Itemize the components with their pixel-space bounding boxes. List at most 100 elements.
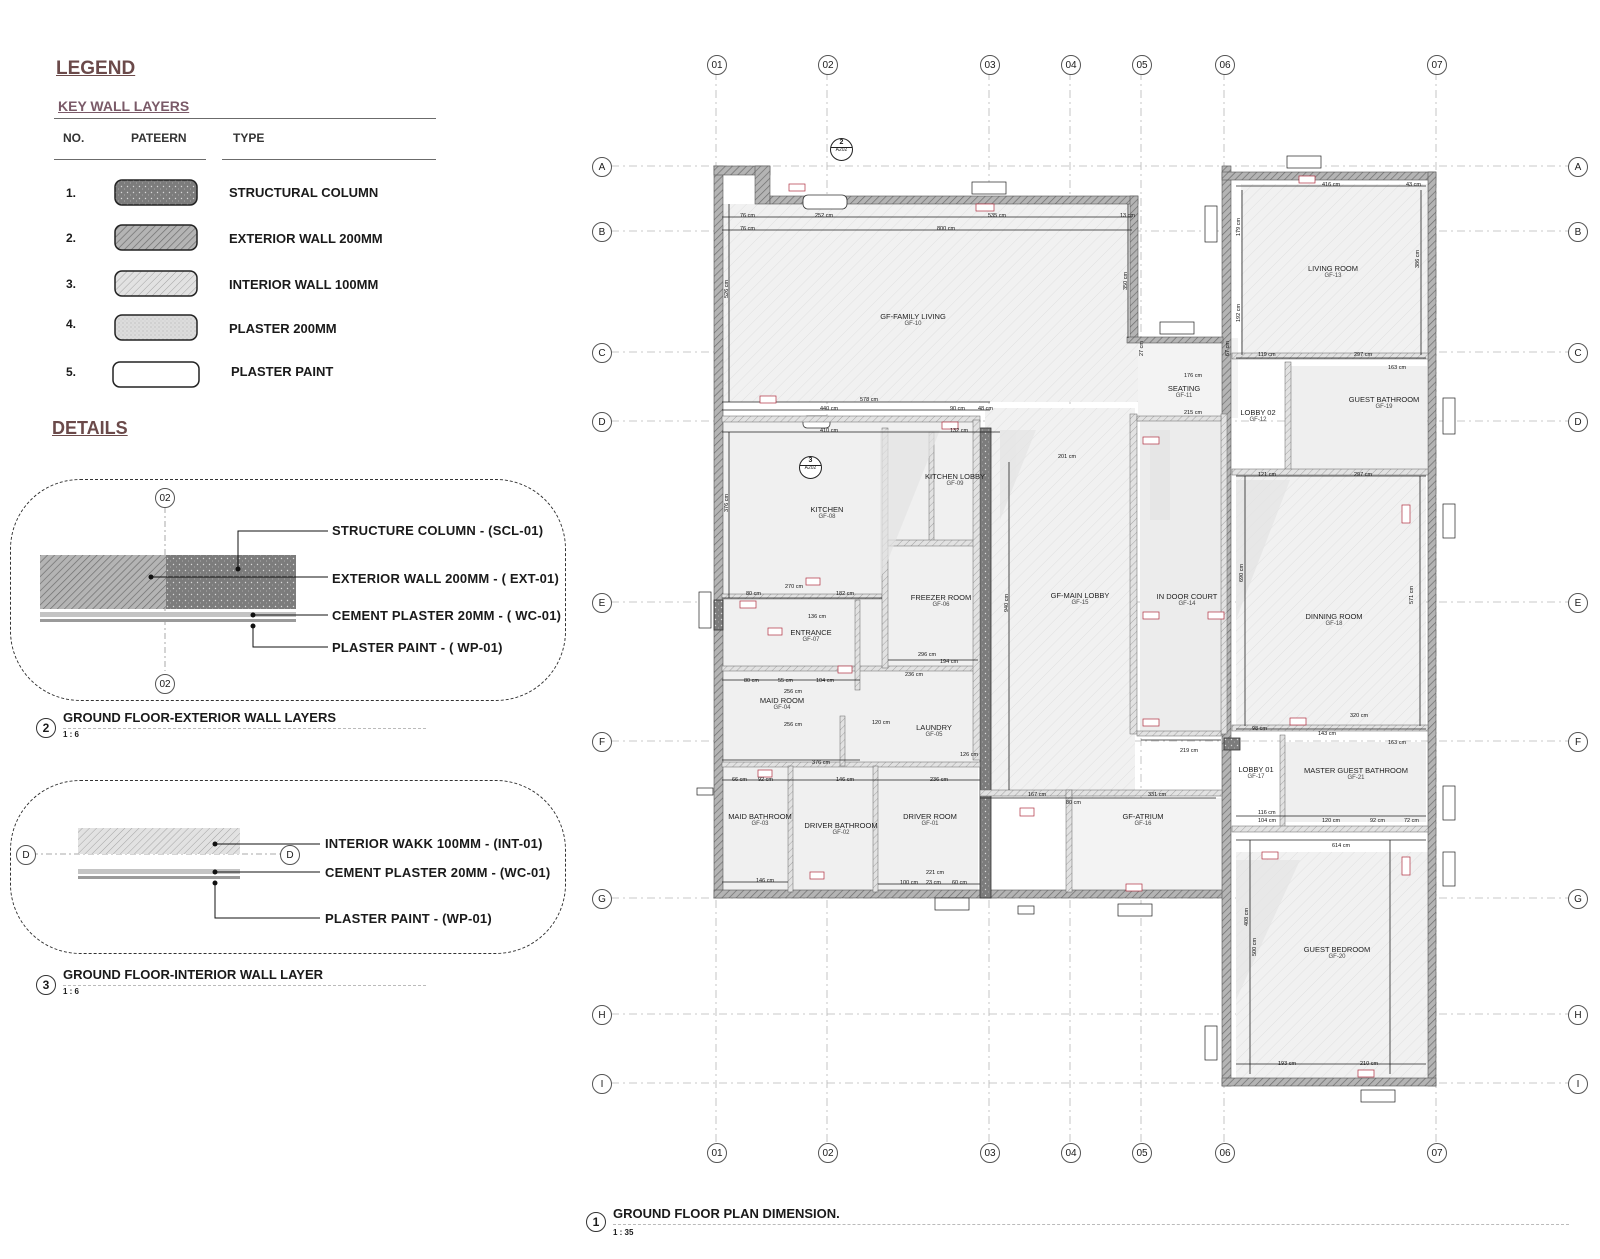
detail3-grid-left-bubble: D bbox=[16, 845, 36, 865]
key-wall-layers-title: KEY WALL LAYERS bbox=[58, 98, 190, 114]
room-code: GF-12 bbox=[1249, 417, 1267, 424]
room-name: GF-ATRIUM bbox=[1122, 812, 1164, 821]
grid-bubble-left-C: C bbox=[592, 343, 612, 363]
room-code: GF-10 bbox=[904, 321, 922, 328]
room-code: GF-07 bbox=[802, 637, 820, 644]
room-name: DRIVER ROOM bbox=[903, 812, 957, 821]
callout-cement-plaster: CEMENT PLASTER 20MM - ( WC-01) bbox=[332, 608, 562, 623]
legend-row-1-type: STRUCTURAL COLUMN bbox=[229, 185, 379, 200]
grid-bubble-top-05: 05 bbox=[1132, 55, 1152, 75]
room-name: MAID ROOM bbox=[759, 696, 805, 705]
room-code: GF-16 bbox=[1134, 821, 1152, 828]
plan-caption-scale: 1 : 35 bbox=[613, 1228, 634, 1237]
plan-caption-title: GROUND FLOOR PLAN DIMENSION. bbox=[613, 1206, 840, 1221]
room-name: KITCHEN bbox=[810, 505, 844, 514]
section-tag-2: 2 A202 bbox=[830, 138, 853, 161]
room-code: GF-18 bbox=[1325, 621, 1343, 628]
grid-bubble-right-H: H bbox=[1568, 1005, 1588, 1025]
room-name: MASTER GUEST BATHROOM bbox=[1304, 766, 1408, 775]
material-tags bbox=[739, 175, 1411, 1078]
detail2-caption-scale: 1 : 6 bbox=[63, 730, 80, 739]
grid-bubble-left-B: B bbox=[592, 222, 612, 242]
callout-plaster-paint: PLASTER PAINT - ( WP-01) bbox=[332, 640, 503, 655]
callout-plaster-paint-interior: PLASTER PAINT - (WP-01) bbox=[325, 911, 492, 926]
details-title: DETAILS bbox=[52, 418, 128, 438]
floor-fills bbox=[722, 184, 1431, 1080]
legend-rule-left bbox=[54, 159, 206, 160]
legend-title: LEGEND bbox=[56, 58, 136, 79]
grid-bubble-left-E: E bbox=[592, 593, 612, 613]
grid-bubble-left-D: D bbox=[592, 412, 612, 432]
room-code: GF-11 bbox=[1175, 393, 1193, 400]
grid-bubble-bottom-06: 06 bbox=[1215, 1143, 1235, 1163]
room-code: GF-08 bbox=[818, 514, 836, 521]
detail3-caption-scale: 1 : 6 bbox=[63, 987, 80, 996]
room-name: LOBBY 01 bbox=[1238, 765, 1274, 774]
grid-bubble-right-C: C bbox=[1568, 343, 1588, 363]
grid-bubble-right-F: F bbox=[1568, 732, 1588, 752]
detail3-grid-right-bubble: D bbox=[280, 845, 300, 865]
grid-bubble-left-A: A bbox=[592, 157, 612, 177]
exterior-wall-detail-drawing bbox=[40, 507, 328, 671]
room-name: LOBBY 02 bbox=[1240, 408, 1276, 417]
room-name: SEATING bbox=[1167, 384, 1201, 393]
room-name: GUEST BEDROOM bbox=[1303, 945, 1371, 954]
legend-row-1-no: 1. bbox=[66, 186, 77, 200]
grid-bubble-left-G: G bbox=[592, 889, 612, 909]
exterior-wall-detail-box bbox=[10, 479, 566, 701]
room-code: GF-03 bbox=[751, 821, 769, 828]
legend-row-5-no: 5. bbox=[66, 365, 77, 379]
room-name: GUEST BATHROOM bbox=[1348, 395, 1420, 404]
section-tag-3-number: 3 bbox=[800, 457, 821, 466]
grid-bubble-right-E: E bbox=[1568, 593, 1588, 613]
section-tag-3: 3 A202 bbox=[799, 456, 822, 479]
grid-bubble-left-F: F bbox=[592, 732, 612, 752]
grid-bubble-top-01: 01 bbox=[707, 55, 727, 75]
room-code: GF-02 bbox=[832, 830, 850, 837]
room-code: GF-20 bbox=[1328, 954, 1346, 961]
legend-row-5-type: PLASTER PAINT bbox=[231, 364, 334, 379]
interior-wall-detail-drawing bbox=[32, 828, 320, 919]
plaster-swatch bbox=[114, 314, 198, 341]
section-tag-3-sheet: A202 bbox=[804, 464, 817, 471]
room-code: GF-01 bbox=[921, 821, 939, 828]
grid-bubble-top-04: 04 bbox=[1061, 55, 1081, 75]
grid-bubble-bottom-05: 05 bbox=[1132, 1143, 1152, 1163]
callout-cement-plaster-interior: CEMENT PLASTER 20MM - (WC-01) bbox=[325, 865, 551, 880]
grid-bubble-top-06: 06 bbox=[1215, 55, 1235, 75]
callout-interior-wall: INTERIOR WAKK 100MM - (INT-01) bbox=[325, 836, 543, 851]
legend-row-2-no: 2. bbox=[66, 231, 77, 245]
detail2-caption-number: 2 bbox=[36, 718, 56, 738]
room-code: GF-14 bbox=[1178, 601, 1196, 608]
plaster-paint-swatch bbox=[112, 361, 200, 388]
room-name: ENTRANCE bbox=[790, 628, 832, 637]
room-name: KITCHEN LOBBY bbox=[924, 472, 986, 481]
room-code: GF-19 bbox=[1375, 404, 1393, 411]
legend-row-2-type: EXTERIOR WALL 200MM bbox=[229, 231, 383, 246]
grid-bubble-bottom-07: 07 bbox=[1427, 1143, 1447, 1163]
grid-bubble-right-D: D bbox=[1568, 412, 1588, 432]
plan-caption-number: 1 bbox=[586, 1212, 606, 1232]
room-code: GF-21 bbox=[1347, 775, 1365, 782]
legend-rule-top bbox=[54, 118, 436, 119]
grid-bubble-top-03: 03 bbox=[980, 55, 1000, 75]
info-tags bbox=[696, 155, 1456, 1103]
room-code: GF-15 bbox=[1071, 600, 1089, 607]
legend-row-4-no: 4. bbox=[66, 317, 77, 331]
grid-bubble-left-H: H bbox=[592, 1005, 612, 1025]
room-code: GF-13 bbox=[1324, 273, 1342, 280]
